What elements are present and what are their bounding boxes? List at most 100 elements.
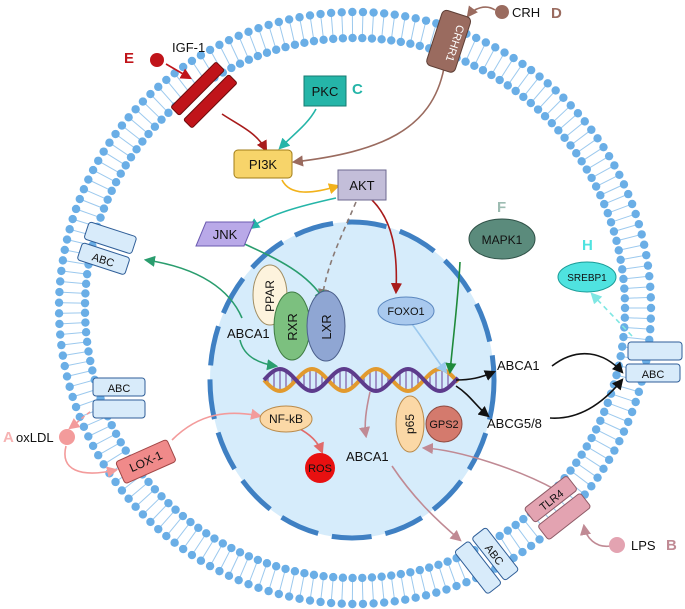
lipid-head <box>619 332 628 342</box>
arrow-abca1-rxr <box>239 339 279 371</box>
lipid-tail <box>82 199 102 208</box>
lipid-head <box>170 538 179 547</box>
lipid-head <box>300 38 309 47</box>
lipid-head <box>593 134 602 143</box>
lipid-tail <box>86 417 106 427</box>
lipid-head <box>543 79 552 88</box>
lps-label: LPS <box>631 538 656 553</box>
lipid-tail <box>159 511 174 528</box>
lipid-tail <box>289 574 295 594</box>
lipid-head <box>319 35 328 45</box>
p65-label: p65 <box>403 414 417 434</box>
lipid-head <box>358 33 367 43</box>
lipid-head <box>300 569 309 578</box>
lipid-tail <box>299 576 305 596</box>
lipid-head <box>84 432 93 441</box>
lipid-head <box>305 11 315 20</box>
oxldl-ligand: A oxLDL <box>3 429 75 446</box>
crh-label: CRH <box>512 5 540 20</box>
lipid-tail <box>130 118 147 133</box>
lipid-head <box>227 543 236 553</box>
lipid-head <box>196 556 206 565</box>
lipid-tail <box>320 16 324 37</box>
lipid-tail <box>258 30 267 51</box>
igf1-ligand: IGF-1 E <box>124 40 205 67</box>
lipid-head <box>348 599 357 609</box>
lipid-head <box>587 125 596 134</box>
lipid-head <box>111 177 121 187</box>
lipid-head <box>88 441 98 451</box>
lipid-head <box>519 514 528 524</box>
lipid-head <box>253 555 263 565</box>
lipid-head <box>612 370 621 380</box>
lipid-tail <box>509 532 522 550</box>
lipid-tail <box>420 572 426 593</box>
lipid-head <box>587 433 596 443</box>
lipid-head <box>643 261 653 270</box>
lipid-tail <box>229 554 240 574</box>
lipid-head <box>533 105 543 114</box>
lipid-head <box>150 122 160 131</box>
lipid-head <box>88 366 97 375</box>
lipid-tail <box>64 341 85 346</box>
arrow-akt-jnk <box>248 197 337 230</box>
lipid-head <box>124 494 133 503</box>
lipid-tail <box>593 439 612 450</box>
lipid-head <box>81 328 91 337</box>
lipid-head <box>295 594 304 603</box>
lipid-tail <box>546 99 562 115</box>
lipid-head <box>144 129 153 139</box>
pkc-label: PKC <box>312 84 339 99</box>
lipid-tail <box>438 567 447 587</box>
lipid-head <box>210 534 219 543</box>
lipid-head <box>235 548 245 557</box>
abca1-right-label: ABCA1 <box>497 358 540 373</box>
lipid-head <box>126 153 136 162</box>
lipid-head <box>57 340 66 350</box>
lipid-head <box>452 581 461 591</box>
dna-strand-purple <box>262 366 460 394</box>
lipid-head <box>606 218 616 227</box>
lipid-head <box>132 145 141 154</box>
lipid-head <box>367 34 377 43</box>
lipid-head <box>637 230 646 239</box>
lipid-tail <box>391 17 395 38</box>
jnk-node: JNK <box>195 221 255 247</box>
lipid-tail <box>616 384 637 392</box>
lipid-head <box>111 429 121 439</box>
lipid-head <box>620 313 630 322</box>
lipid-head <box>396 37 406 47</box>
lipid-tail <box>72 380 92 387</box>
gps2-label: GPS2 <box>429 419 458 431</box>
lipid-head <box>107 420 116 430</box>
lipid-head <box>634 219 644 229</box>
lipid-head <box>338 34 348 43</box>
lipid-head <box>121 161 130 170</box>
lipid-head <box>58 351 68 360</box>
lipid-head <box>535 535 544 544</box>
lipid-tail <box>509 66 522 84</box>
lipid-tail <box>279 571 286 592</box>
arrow-abc-srebp1 <box>590 292 633 337</box>
lipid-tail <box>249 562 258 582</box>
lipid-head <box>587 173 596 183</box>
arrow-abca1-abc-left <box>143 255 243 319</box>
lipid-head <box>614 246 623 255</box>
lipid-head <box>244 27 253 37</box>
ppar-label: PPAR <box>263 280 277 312</box>
gps2-node <box>425 405 463 443</box>
lipid-tail <box>211 545 222 564</box>
nfkb-label: NF-kB <box>269 412 303 426</box>
lipid-head <box>577 450 586 459</box>
lipid-head <box>80 308 90 318</box>
lipid-head <box>481 38 491 47</box>
lipid-head <box>131 502 140 511</box>
lipid-tail <box>95 434 114 445</box>
lipid-head <box>526 541 536 551</box>
dna-helix <box>262 366 460 394</box>
lipid-tail <box>62 291 83 294</box>
lipid-tail <box>621 244 642 251</box>
lipid-head <box>511 86 520 96</box>
lipid-tail <box>627 286 648 289</box>
lipid-head <box>75 194 84 204</box>
